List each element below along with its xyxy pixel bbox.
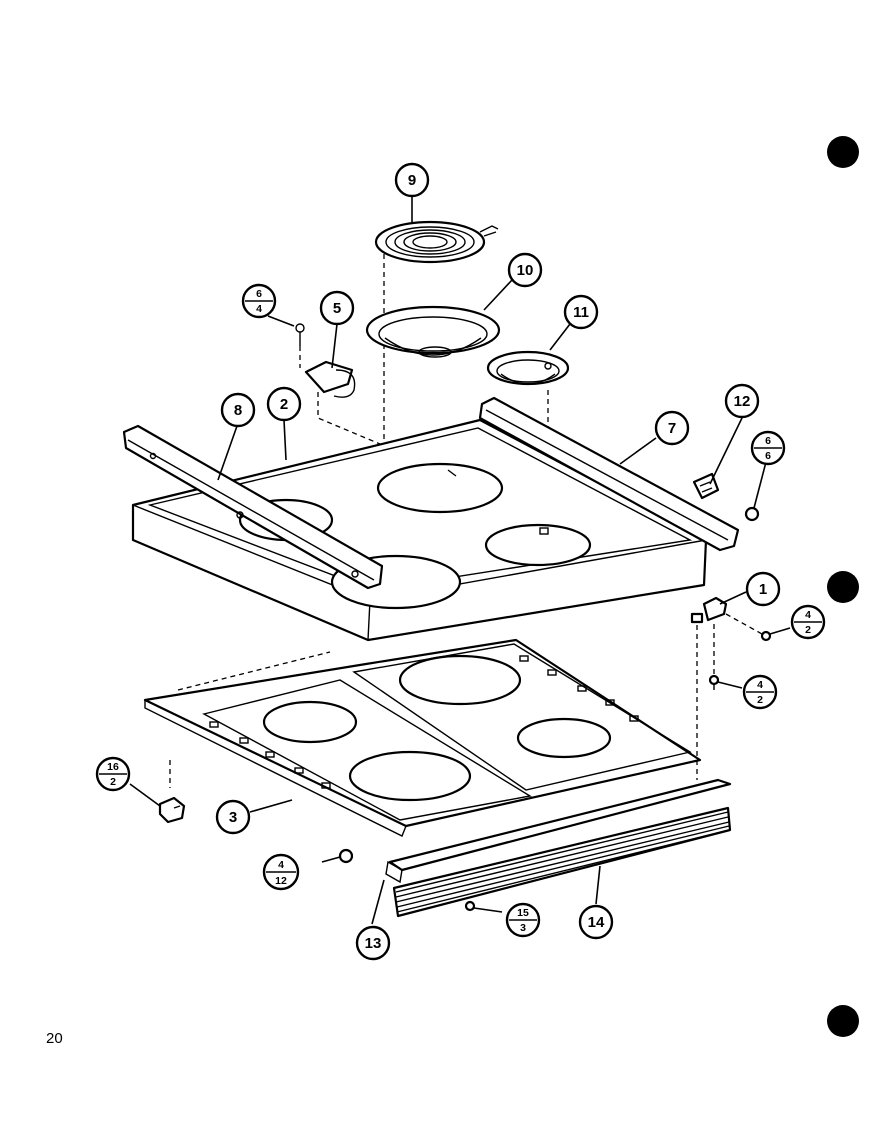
screw-front	[338, 848, 354, 864]
svg-text:6: 6	[765, 450, 771, 462]
bottom-panel	[143, 638, 702, 837]
svg-text:6: 6	[256, 288, 262, 300]
fraction-callout-4-12: 4 12	[262, 853, 300, 891]
svg-text:8: 8	[234, 402, 242, 419]
registration-dot-middle	[827, 571, 859, 603]
svg-text:4: 4	[256, 303, 262, 315]
callout-9: 9	[394, 162, 430, 198]
svg-text:13: 13	[365, 935, 382, 952]
callout-8: 8	[220, 392, 256, 428]
svg-text:3: 3	[229, 809, 237, 826]
callout-10: 10	[507, 252, 543, 288]
callout-11: 11	[563, 294, 599, 330]
front-trim	[385, 778, 732, 884]
svg-text:9: 9	[408, 172, 416, 189]
svg-text:12: 12	[275, 875, 287, 887]
callout-14: 14	[578, 904, 614, 940]
callout-13: 13	[355, 925, 391, 961]
svg-text:16: 16	[107, 761, 119, 773]
clip-nut	[158, 796, 186, 824]
svg-text:2: 2	[757, 694, 763, 706]
bracket	[692, 472, 720, 500]
fraction-callout-6-6: 6 6	[750, 430, 786, 466]
callout-3: 3	[215, 799, 251, 835]
drip-bowl-large	[365, 305, 501, 358]
callout-2: 2	[266, 386, 302, 422]
registration-dot-top	[827, 136, 859, 168]
fraction-callout-6-4: 6 4	[241, 283, 277, 319]
svg-text:5: 5	[333, 300, 341, 317]
callout-7: 7	[654, 410, 690, 446]
page-number: 20	[46, 1030, 63, 1047]
callout-1: 1	[745, 571, 781, 607]
main-top	[131, 418, 708, 642]
trim-strip-right	[478, 396, 740, 552]
screw-grille	[464, 900, 476, 912]
svg-text:1: 1	[759, 581, 767, 598]
drip-bowl-small	[486, 350, 570, 386]
svg-text:12: 12	[734, 393, 751, 410]
svg-text:2: 2	[110, 776, 116, 788]
svg-text:14: 14	[588, 914, 605, 931]
fraction-callout-16-2: 16 2	[95, 756, 131, 792]
screw-right-top	[744, 506, 760, 522]
svg-text:4: 4	[757, 679, 763, 691]
callout-12: 12	[724, 383, 760, 419]
terminal-block	[295, 323, 356, 398]
fraction-callout-4-2-upper: 4 2	[790, 604, 826, 640]
callout-5: 5	[319, 290, 355, 326]
fraction-callout-15-3: 15 3	[505, 902, 541, 938]
svg-text:4: 4	[278, 859, 284, 871]
trim-strip-left	[122, 424, 384, 590]
vent-grille	[392, 806, 732, 918]
svg-text:3: 3	[520, 922, 526, 934]
fraction-callout-4-2-lower: 4 2	[742, 674, 778, 710]
svg-text:6: 6	[765, 435, 771, 447]
svg-text:10: 10	[517, 262, 534, 279]
registration-dot-bottom	[827, 1005, 859, 1037]
svg-text:2: 2	[805, 624, 811, 636]
svg-text:11: 11	[573, 304, 589, 321]
svg-text:7: 7	[668, 420, 676, 437]
svg-text:15: 15	[517, 907, 529, 919]
svg-text:2: 2	[280, 396, 288, 413]
surface-element	[374, 220, 499, 264]
svg-text:4: 4	[805, 609, 811, 621]
